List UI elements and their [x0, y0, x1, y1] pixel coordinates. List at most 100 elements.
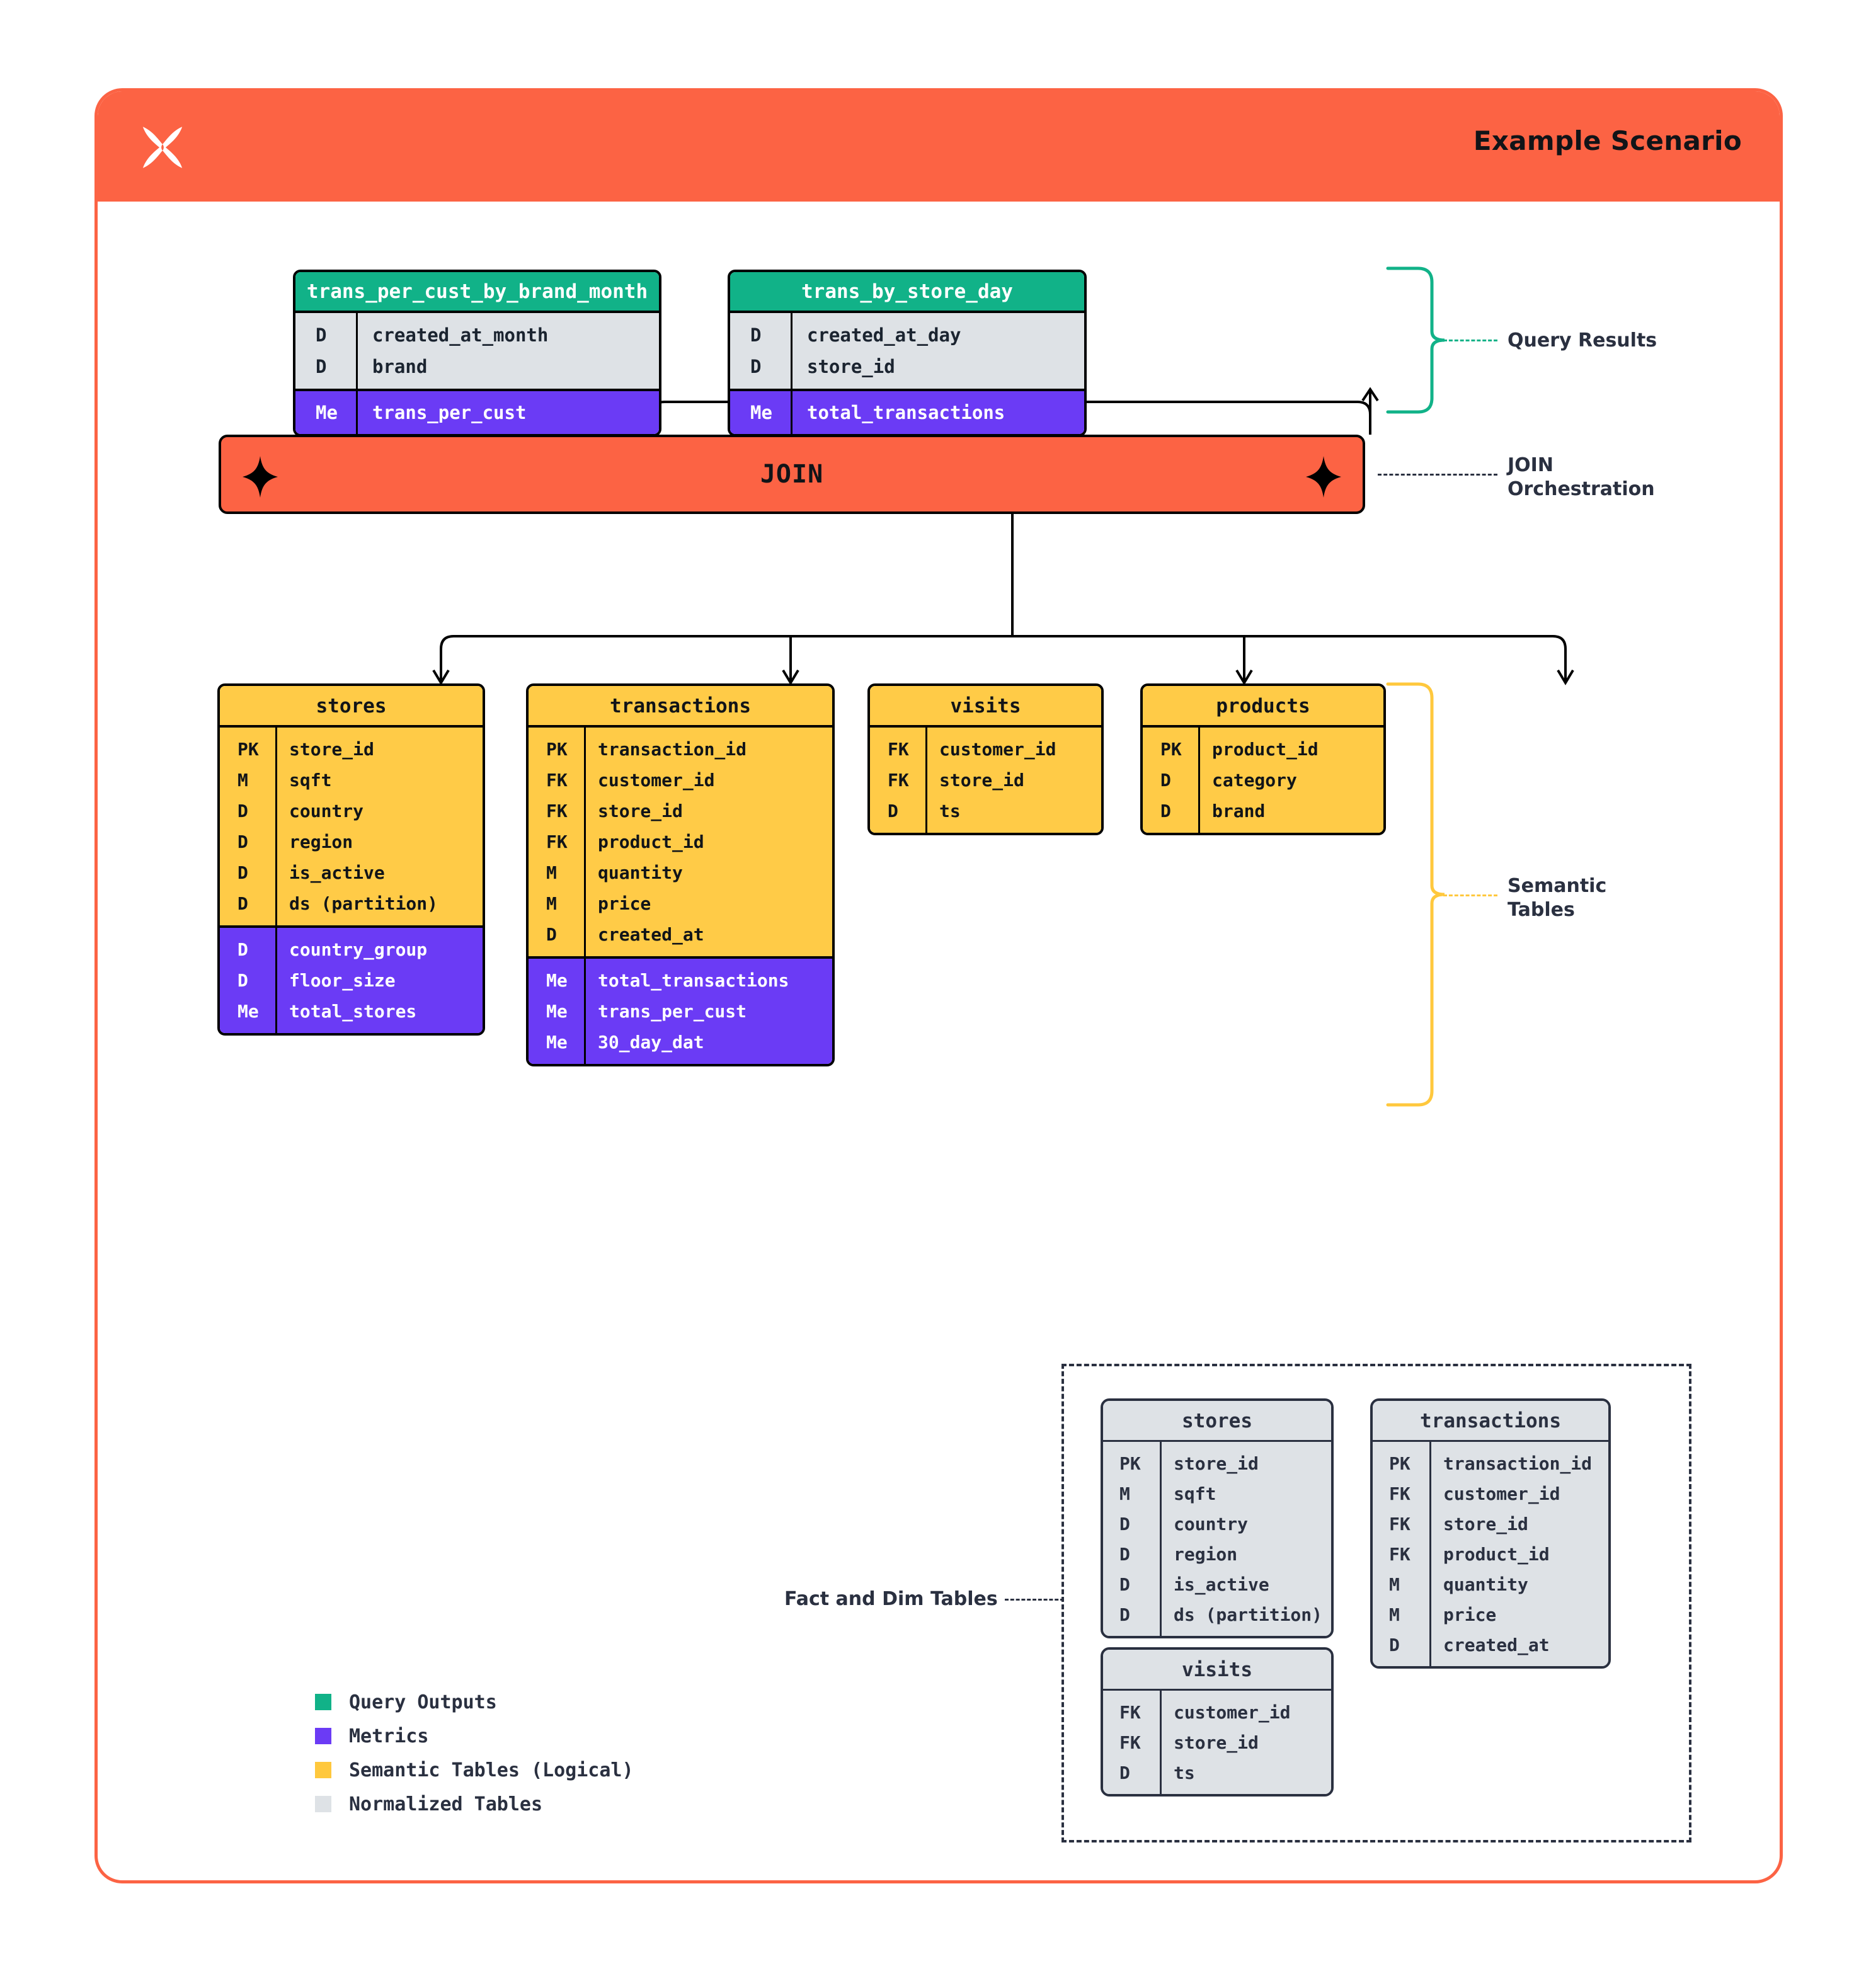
annotation-fact-dim: Fact and Dim Tables — [784, 1588, 998, 1610]
table-title: trans_per_cust_by_brand_month — [295, 272, 659, 313]
row-key: D — [1119, 1762, 1130, 1783]
query-result-table-0[interactable]: trans_per_cust_by_brand_month D created_… — [293, 270, 661, 437]
row-column: quantity — [1443, 1574, 1528, 1595]
row-key: FK — [546, 801, 568, 821]
title-bar: Example Scenario — [98, 91, 1780, 202]
row-key: D — [237, 801, 248, 821]
legend-label: Query Outputs — [349, 1691, 497, 1713]
row-key: D — [1119, 1513, 1130, 1534]
row-column: region — [289, 831, 353, 852]
row-key: D — [237, 862, 248, 883]
row-key: D — [237, 893, 248, 914]
row-key: D — [1389, 1634, 1400, 1655]
row-key: PK — [1389, 1453, 1410, 1474]
annotation-query-results: Query Results — [1508, 329, 1657, 351]
row-key: D — [750, 324, 762, 346]
diagram-frame: Example Scenario — [94, 88, 1783, 1883]
legend-label: Metrics — [349, 1725, 429, 1747]
row-column: customer_id — [939, 739, 1056, 760]
row-key: Me — [546, 1032, 568, 1053]
row-column: country — [1174, 1513, 1249, 1534]
row-key: FK — [888, 770, 909, 791]
table-row: PK product_id — [1143, 734, 1383, 765]
table-title: visits — [870, 686, 1101, 728]
table-title: trans_by_store_day — [730, 272, 1084, 313]
legend-swatch-normalized-tables — [315, 1796, 331, 1812]
row-column: quantity — [598, 862, 683, 883]
row-key: Me — [546, 1001, 568, 1022]
row-key: D — [316, 356, 327, 377]
join-orchestration-bar[interactable]: JOIN — [219, 435, 1365, 514]
row-key: D — [546, 924, 557, 945]
row-column: total_stores — [289, 1001, 417, 1022]
table-title: products — [1143, 686, 1383, 728]
row-column: trans_per_cust — [372, 402, 527, 423]
legend-swatch-semantic-tables — [315, 1762, 331, 1778]
row-key: D — [1160, 770, 1171, 791]
diagram-canvas: trans_per_cust_by_brand_month D created_… — [98, 202, 1780, 1880]
table-title: stores — [1103, 1401, 1331, 1442]
sparkle-diamond-icon — [243, 456, 278, 498]
query-results-bracket — [1386, 266, 1445, 414]
fact-dim-container — [1061, 1364, 1691, 1842]
sparkle-diamond-icon — [1306, 456, 1341, 498]
row-key: D — [237, 939, 248, 960]
row-key: M — [1119, 1483, 1130, 1504]
row-column: store_id — [1174, 1453, 1259, 1474]
annotation-join-line1: JOIN — [1508, 454, 1553, 476]
table-title: visits — [1103, 1650, 1331, 1691]
annotation-join-line2: Orchestration — [1508, 478, 1655, 501]
row-column: total_transactions — [807, 402, 1005, 423]
row-column: store_id — [289, 739, 374, 760]
row-key: Me — [750, 402, 772, 423]
table-title: transactions — [529, 686, 832, 728]
row-key: D — [1119, 1543, 1130, 1565]
page-title: Example Scenario — [1473, 125, 1742, 156]
butterfly-x-logo-icon — [142, 127, 183, 168]
table-row: D brand — [295, 351, 659, 382]
table-row: FK store_id — [1373, 1509, 1608, 1539]
row-key: PK — [1160, 739, 1182, 760]
row-column: created_at_day — [807, 324, 961, 346]
row-column: trans_per_cust — [598, 1001, 747, 1022]
query-results-leader — [1443, 340, 1497, 341]
row-column: price — [1443, 1604, 1497, 1625]
row-column: customer_id — [1443, 1483, 1560, 1504]
annotation-semantic-line2: Tables — [1508, 899, 1575, 922]
row-column: product_id — [1212, 739, 1319, 760]
row-column: country_group — [289, 939, 428, 960]
row-column: created_at_month — [372, 324, 549, 346]
query-result-table-1[interactable]: trans_by_store_day D created_at_day D st… — [728, 270, 1087, 437]
row-key: FK — [546, 770, 568, 791]
row-column: ds (partition) — [1174, 1604, 1323, 1625]
row-key: M — [1389, 1574, 1400, 1595]
row-column: is_active — [1174, 1574, 1269, 1595]
row-column: sqft — [1174, 1483, 1216, 1504]
row-column: ts — [1174, 1762, 1195, 1783]
row-column: ds (partition) — [289, 893, 438, 914]
row-column: store_id — [1443, 1513, 1528, 1534]
row-key: FK — [1389, 1513, 1410, 1534]
row-key: M — [546, 893, 557, 914]
row-column: sqft — [289, 770, 332, 791]
